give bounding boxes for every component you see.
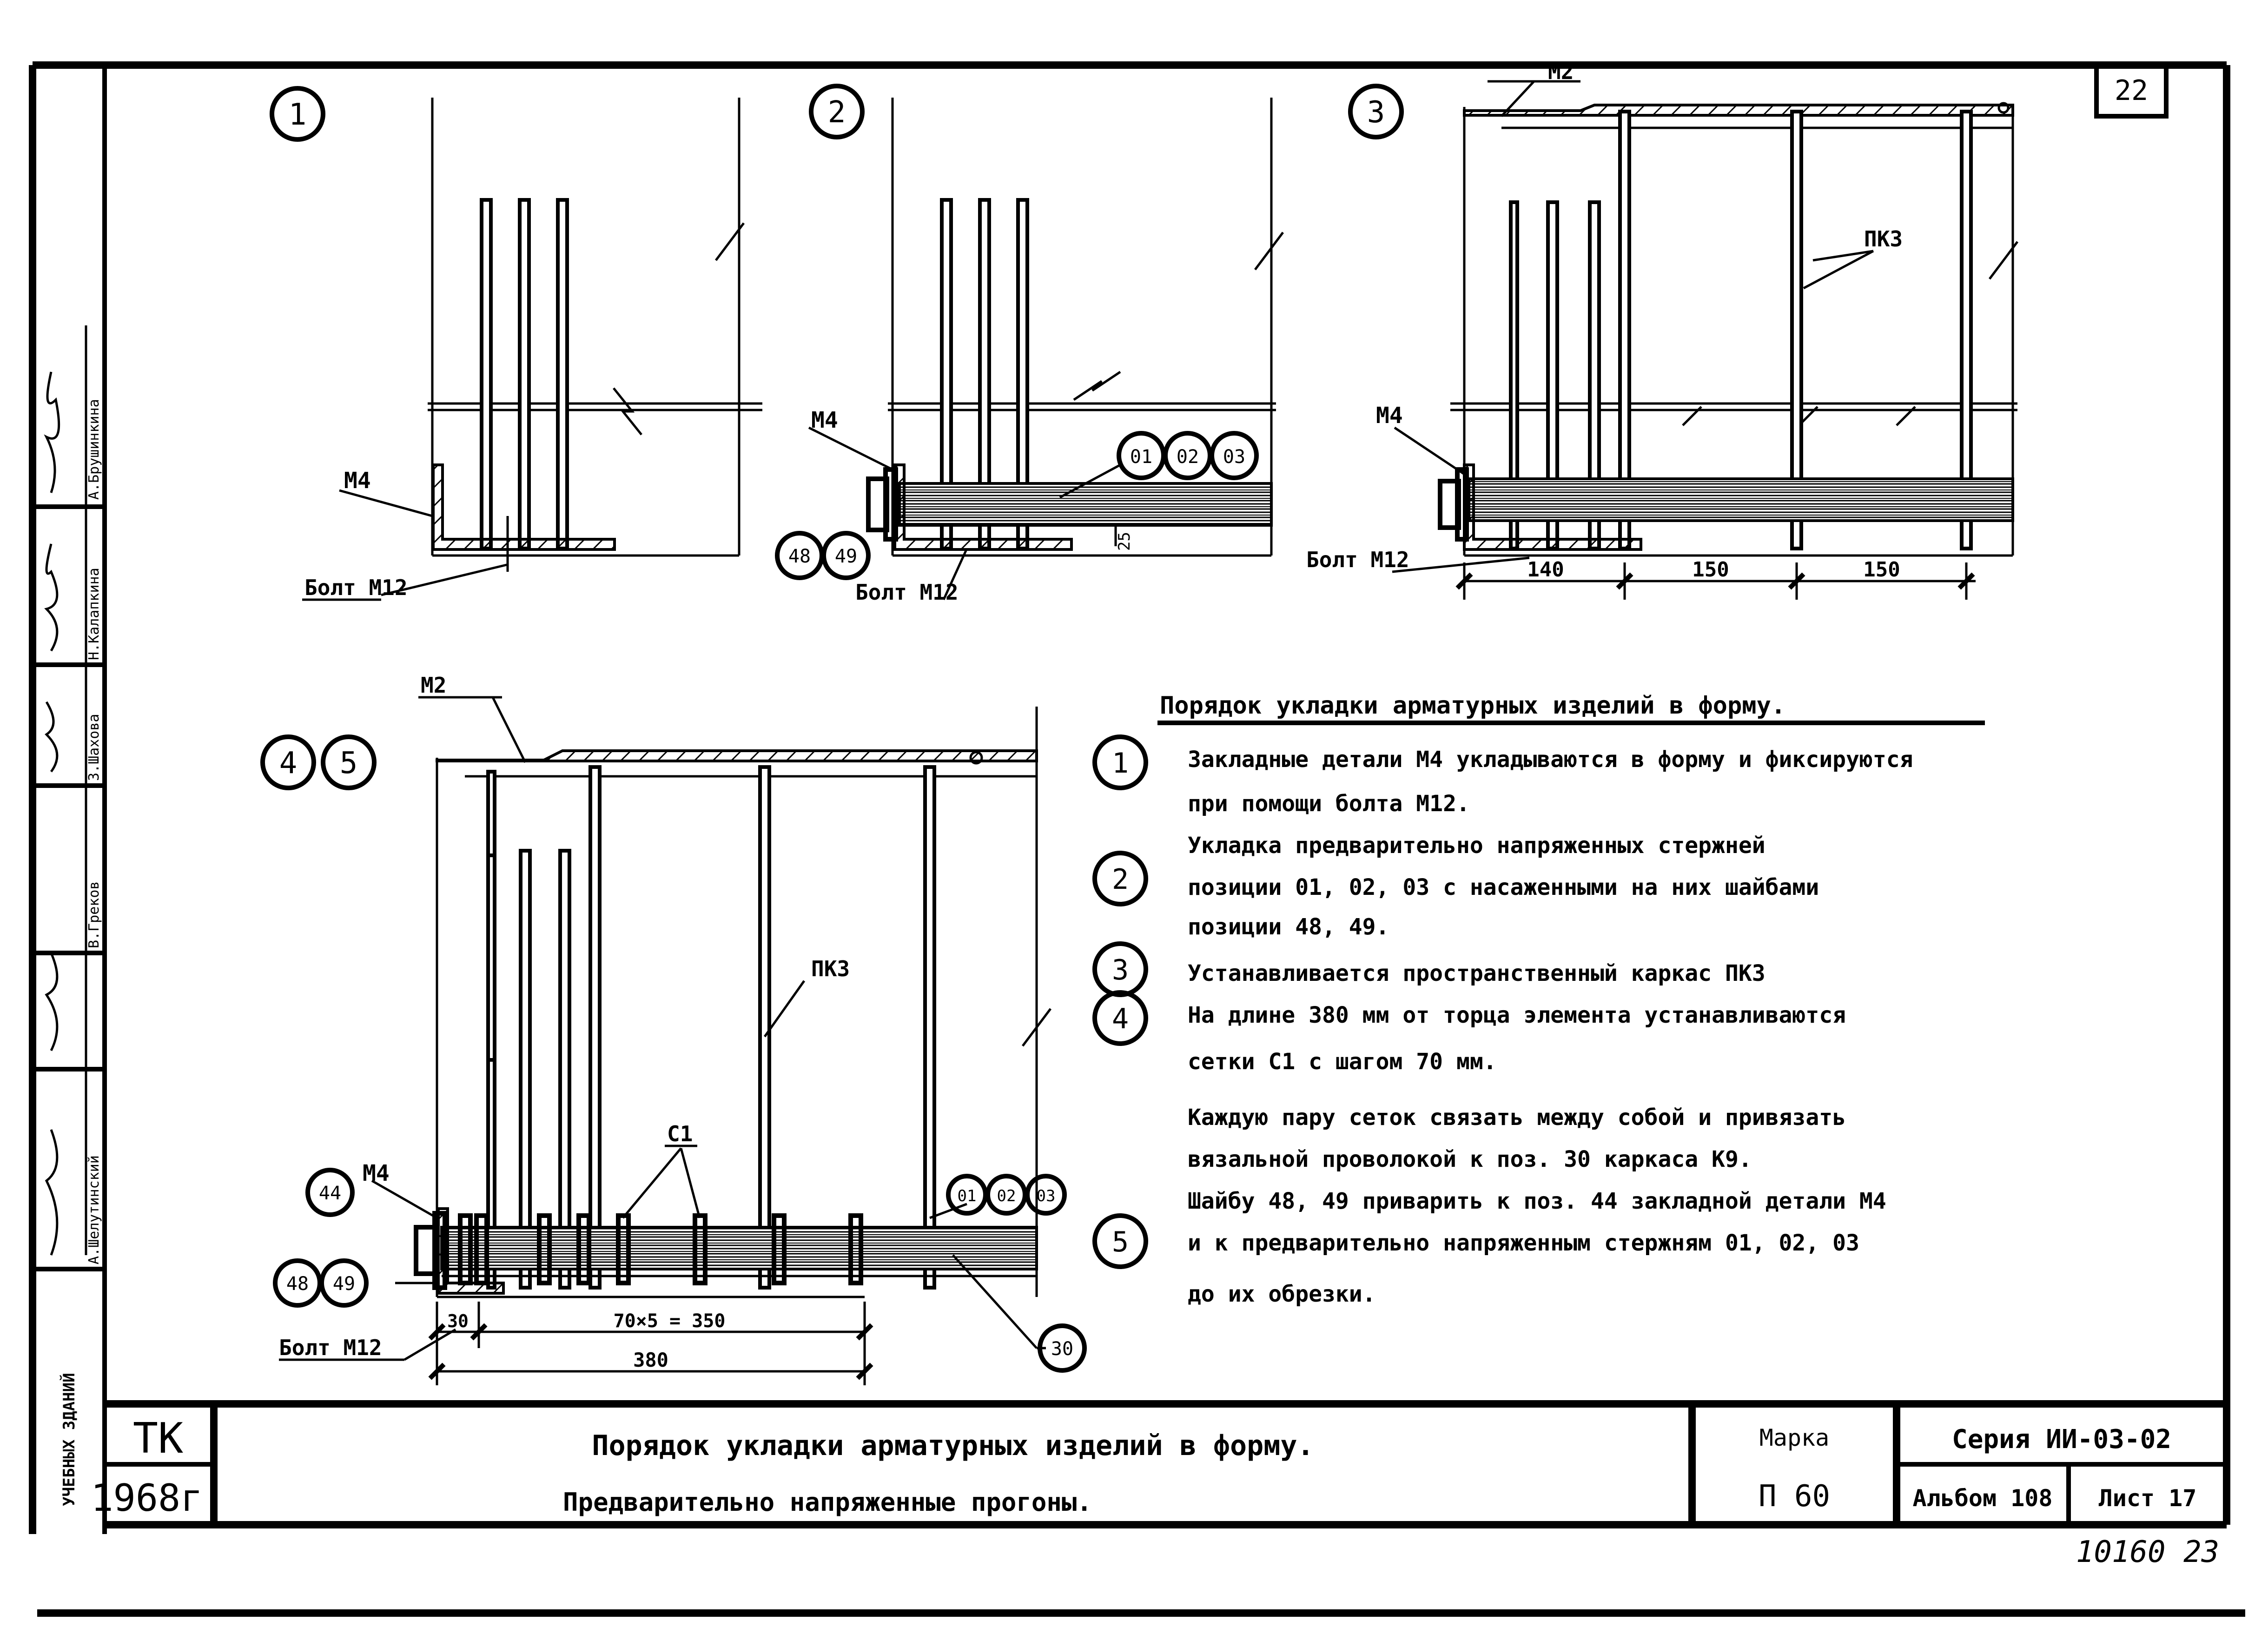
v2-number: 2: [828, 95, 846, 130]
v45-pk3-label: ПК3: [811, 956, 850, 981]
v1-number: 1: [289, 98, 307, 132]
v2-callout-02: 02: [1177, 446, 1199, 468]
v45-callout-44: 44: [319, 1183, 341, 1204]
v45-bolt-label: Болт М12: [279, 1335, 382, 1360]
step-4-number: 4: [1112, 1003, 1129, 1035]
side-name-1: А.Брушинкина: [86, 399, 102, 500]
side-name-4: В.Греков: [86, 881, 102, 949]
v1-bolt-label: Болт М12: [304, 575, 408, 600]
album-label: Альбом 108: [1912, 1485, 2052, 1512]
view-3: [1348, 80, 2018, 600]
step-3-line-1: Устанавливается пространственный каркас …: [1188, 960, 1765, 986]
step-5-line-3: Шайбу 48, 49 приварить к поз. 44 закладн…: [1188, 1188, 1886, 1214]
v45-callout-03: 03: [1037, 1187, 1056, 1205]
step-2-line-1: Укладка предварительно напряженных стерж…: [1188, 833, 1765, 859]
v2-callout-48: 48: [788, 546, 811, 567]
side-name-3: З.Шахова: [86, 714, 102, 781]
v45-dim-30: 30: [447, 1311, 469, 1331]
v3-number: 3: [1367, 95, 1385, 130]
v3-pk3-label: ПК3: [1864, 226, 1903, 251]
v45-callout-02: 02: [997, 1187, 1016, 1205]
sheet-label: Лист 17: [2099, 1485, 2197, 1512]
v45-callout-48: 48: [286, 1273, 309, 1295]
v45-number-4: 4: [279, 746, 298, 781]
title-block: [105, 1400, 2227, 1528]
signature-3: [45, 701, 59, 773]
v2-callout-01: 01: [1130, 446, 1152, 468]
view-4-5: [260, 696, 1087, 1385]
v1-m4-label: М4: [344, 468, 371, 494]
v3-m2-label: М2: [1548, 59, 1574, 84]
v45-number-5: 5: [340, 746, 358, 781]
step-2-number: 2: [1112, 863, 1129, 896]
side-name-2: Н.Калапкина: [86, 568, 102, 660]
step-4-line-1: На длине 380 мм от торца элемента устана…: [1188, 1002, 1846, 1028]
v2-m4-label: М4: [811, 407, 838, 433]
view-1: [270, 86, 762, 601]
signature-1: [44, 371, 60, 493]
step-1-line-1: Закладные детали М4 укладываются в форму…: [1188, 747, 1913, 773]
v45-callout-30: 30: [1051, 1338, 1073, 1360]
side-name-5: А.Шелутинский: [86, 1155, 102, 1264]
step-1-number: 1: [1112, 747, 1129, 780]
v2-callout-49: 49: [835, 546, 857, 567]
v2-bolt-label: Болт М12: [855, 580, 959, 605]
v45-callout-49: 49: [333, 1273, 355, 1295]
sheet-number: 22: [2115, 74, 2148, 107]
procedure-title: Порядок укладки арматурных изделий в фор…: [1160, 692, 1785, 720]
marka-label: Марка: [1759, 1424, 1830, 1451]
v3-m4-label: М4: [1376, 403, 1403, 429]
v45-m2-label: М2: [421, 673, 446, 698]
step-2-line-2: позиции 01, 02, 03 с насаженными на них …: [1188, 874, 1819, 900]
v3-dim-150b: 150: [1863, 558, 1900, 582]
series-label: Серия ИИ-03-02: [1952, 1424, 2171, 1455]
drawing-title-line-1: Порядок укладки арматурных изделий в фор…: [592, 1429, 1314, 1462]
v45-m4-label: М4: [363, 1160, 390, 1186]
marka-value: П 60: [1759, 1479, 1830, 1514]
procedure-block: [1092, 721, 1985, 1269]
title-org: ТК: [133, 1414, 183, 1463]
step-2-line-3: позиции 48, 49.: [1188, 914, 1389, 940]
step-5-line-4: и к предварительно напряженным стержням …: [1188, 1230, 1859, 1256]
v45-c1-label: С1: [667, 1121, 693, 1146]
side-strip: [33, 325, 105, 1271]
step-4-line-2: сетки С1 с шагом 70 мм.: [1188, 1049, 1497, 1075]
v45-dim-350: 70×5 = 350: [614, 1310, 726, 1332]
v3-bolt-label: Болт М12: [1306, 547, 1409, 572]
bottom-number: 10160 23: [2076, 1535, 2219, 1569]
v2-callout-03: 03: [1223, 446, 1245, 468]
signature-5: [45, 1129, 59, 1256]
signature-2: [44, 543, 59, 652]
side-org: УЧЕБНЫХ ЗДАНИЙ: [60, 1373, 79, 1506]
step-5-line-5: до их обрезки.: [1188, 1281, 1376, 1307]
v2-dim-25: 25: [1115, 532, 1134, 551]
v3-dim-140: 140: [1527, 558, 1564, 582]
title-year: 1968г.: [91, 1476, 225, 1520]
v3-dim-150a: 150: [1692, 558, 1729, 582]
v45-callout-01: 01: [958, 1187, 977, 1205]
step-1-line-2: при помощи болта М12.: [1188, 791, 1470, 817]
step-5-line-1: Каждую пару сеток связать между собой и …: [1188, 1105, 1846, 1131]
view-2: [775, 84, 1284, 601]
drawing-title-line-2: Предварительно напряженные прогоны.: [563, 1488, 1092, 1517]
sheet-frame: [29, 61, 2245, 1617]
v45-dim-380: 380: [633, 1349, 668, 1371]
signature-4: [45, 952, 59, 1052]
step-3-number: 3: [1112, 954, 1129, 986]
step-5-number: 5: [1112, 1226, 1129, 1258]
step-5-line-2: вязальной проволокой к поз. 30 каркаса К…: [1188, 1146, 1752, 1172]
